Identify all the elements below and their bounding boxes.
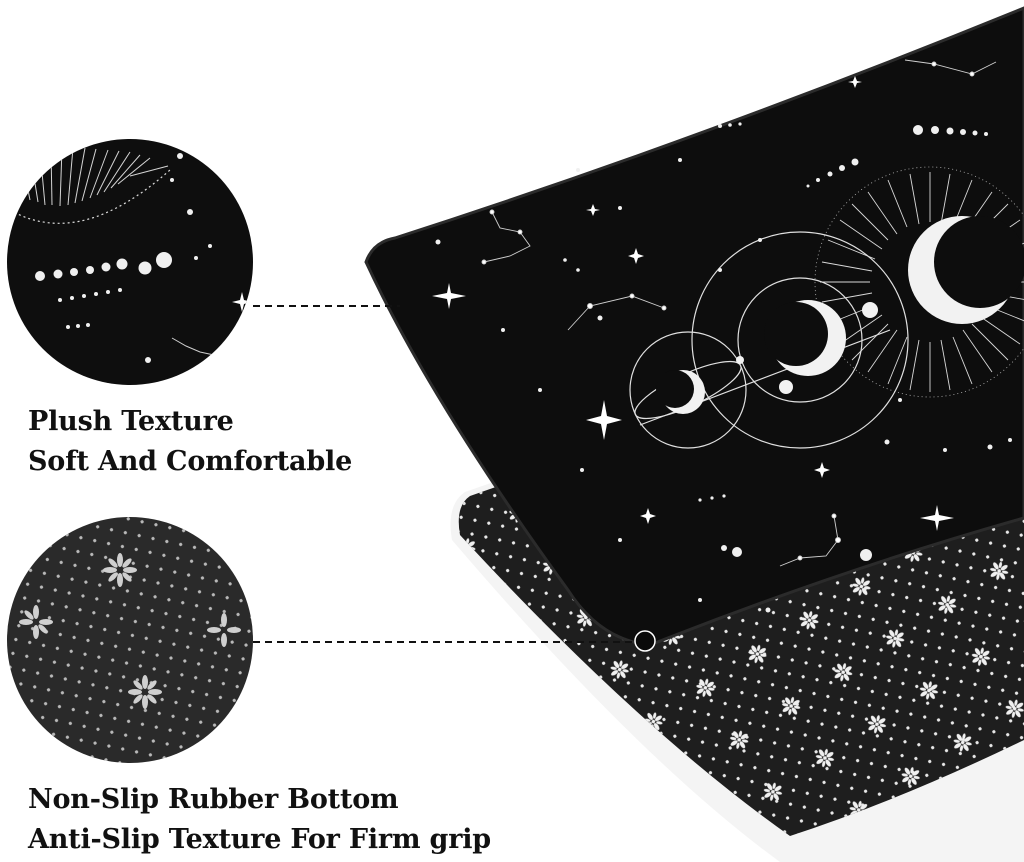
caption-subtitle: Anti-Slip Texture For Firm grip: [28, 824, 491, 855]
plush-texture-caption: Plush Texture Soft And Comfortable: [28, 402, 352, 482]
star-dots: [435, 122, 1012, 613]
sparkle-star-icon: [432, 76, 954, 531]
plush-texture-zoom: [7, 139, 253, 385]
caption-title: Non-Slip Rubber Bottom: [28, 784, 399, 815]
constellation-icon: [481, 59, 997, 567]
crescent-moon-icon: [656, 300, 878, 414]
crescent-moon-icon: [908, 216, 1024, 324]
non-slip-caption: Non-Slip Rubber Bottom Anti-Slip Texture…: [28, 780, 491, 860]
star-dots: [35, 153, 212, 363]
caption-subtitle: Soft And Comfortable: [28, 446, 353, 477]
sparkle-star-icon: [232, 292, 252, 312]
constellation-icon: [171, 337, 215, 356]
callout-marker-dot: [634, 630, 656, 652]
flower-dot-icon: [19, 553, 241, 709]
caption-title: Plush Texture: [28, 406, 234, 437]
plush-top-mat: [364, 6, 1024, 647]
rubber-bottom-zoom: [7, 517, 253, 763]
